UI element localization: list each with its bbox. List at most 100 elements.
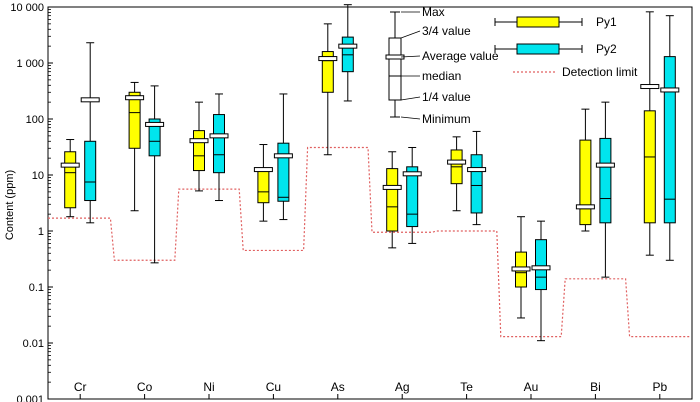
mean-marker <box>595 162 615 168</box>
box-body <box>257 170 270 204</box>
y-tick-label: 1 000 <box>16 58 44 70</box>
y-axis: 0.001 0.01 0.1 1 10 100 1 000 10 000 <box>10 2 53 402</box>
box-py2-cu <box>273 93 293 221</box>
legend-swatch <box>516 43 560 55</box>
mean-marker <box>447 159 467 165</box>
plot-frame <box>47 6 693 400</box>
detection-limit-layer <box>48 146 690 338</box>
box-py2-bi <box>595 101 615 278</box>
box-py2-ni <box>209 93 229 202</box>
y-tick-label: 0.001 <box>16 394 44 402</box>
box-py2-cr <box>80 42 100 224</box>
box-py1-as <box>318 23 338 156</box>
y-tick-label: 100 <box>26 114 44 126</box>
y-tick-label: 1 <box>38 226 44 238</box>
key-leader <box>400 116 421 120</box>
y-axis-label: Content (ppm) <box>4 170 16 240</box>
mean-marker <box>382 184 402 190</box>
x-tick-label: Cu <box>266 380 281 394</box>
mean-marker <box>209 133 229 139</box>
x-tick-label: Bi <box>590 380 601 394</box>
x-tick-label: Ni <box>203 380 214 394</box>
x-tick-label: Te <box>460 380 473 394</box>
box-body <box>321 51 334 93</box>
mean-marker <box>125 95 145 101</box>
box-body <box>599 137 612 224</box>
box-body <box>643 110 656 224</box>
box-py2-co <box>145 85 165 264</box>
y-tick-label: 0.01 <box>23 338 44 350</box>
box-body <box>663 56 676 224</box>
mean-marker <box>145 121 165 127</box>
box-body <box>84 140 97 202</box>
key-label: Minimum <box>422 112 471 126</box>
box-py1-te <box>447 136 467 212</box>
mean-marker <box>253 167 273 173</box>
mean-marker <box>511 266 531 272</box>
box-py1-cr <box>60 139 80 218</box>
box-body <box>148 118 161 157</box>
plot-border <box>47 6 693 400</box>
mean-marker <box>402 171 422 177</box>
mean-marker <box>189 138 209 144</box>
box-body <box>535 239 547 291</box>
mean-marker <box>467 167 487 173</box>
box-body <box>128 91 141 149</box>
box-py1-co <box>125 81 145 212</box>
y-tick-label: 10 <box>32 170 44 182</box>
mean-marker <box>640 84 660 90</box>
legend-item-py2: Py2 <box>494 42 617 56</box>
box-py1-au <box>511 216 531 319</box>
x-tick-label: As <box>331 380 345 394</box>
mean-marker <box>338 43 358 49</box>
key-label: Max <box>422 5 445 19</box>
box-body <box>193 130 205 172</box>
box-body <box>470 154 483 214</box>
x-tick-label: Cr <box>74 380 87 394</box>
mean-marker <box>660 87 680 93</box>
box-py2-ag <box>402 146 422 244</box>
box-py1-pb <box>640 11 660 256</box>
y-tick-label: 10 000 <box>10 2 44 14</box>
mean-marker <box>531 265 551 271</box>
box-body <box>406 166 419 228</box>
key-box-body <box>388 37 402 101</box>
box-body <box>213 114 225 174</box>
key-leader <box>400 30 421 39</box>
mean-marker <box>60 162 80 168</box>
legend-label: Py2 <box>596 42 617 56</box>
box-body <box>277 142 290 202</box>
x-tick-label: Ag <box>395 380 410 394</box>
box-py2-au <box>531 220 551 342</box>
key-label: median <box>422 69 461 83</box>
box-body <box>64 151 77 209</box>
detection-limit-line <box>48 146 690 338</box>
legend-item-py1: Py1 <box>494 15 617 29</box>
mean-marker <box>575 204 595 210</box>
box-py1-cu <box>253 144 273 222</box>
box-py1-bi <box>575 108 595 232</box>
box-body <box>579 139 592 226</box>
key-leader <box>400 96 421 101</box>
legend-label: Py1 <box>596 15 617 29</box>
box-py2-as <box>338 4 358 102</box>
mean-marker <box>318 56 338 62</box>
box-py2-pb <box>660 15 680 261</box>
box-py1-ni <box>189 101 209 192</box>
mean-marker <box>273 153 293 159</box>
legend-swatch <box>516 16 560 28</box>
legend-detection-label: Detection limit <box>562 65 638 79</box>
boxes-layer <box>60 4 680 342</box>
key-label: 1/4 value <box>422 90 471 104</box>
x-tick-label: Co <box>137 380 153 394</box>
x-tick-label: Au <box>524 380 539 394</box>
mean-marker <box>80 97 100 103</box>
x-tick-label: Pb <box>652 380 667 394</box>
box-body <box>386 168 399 232</box>
y-tick-label: 0.1 <box>29 282 44 294</box>
key-label: Average value <box>422 49 499 63</box>
x-axis: Cr Co Ni Cu As Ag Te Au Bi Pb <box>74 380 667 399</box>
